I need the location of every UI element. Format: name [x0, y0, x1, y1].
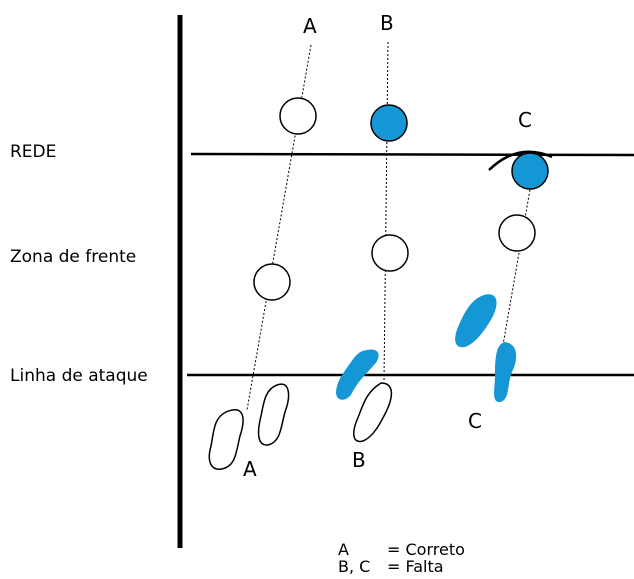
footprint-b-fault — [336, 349, 379, 400]
net-line — [190, 152, 634, 157]
legend-a-key: A — [338, 540, 349, 559]
position-b-mid-circle — [371, 234, 409, 272]
player-b-top-label: B — [380, 11, 394, 35]
footprint-a-left — [208, 409, 244, 470]
trajectory-c — [502, 177, 533, 346]
footprint-a-right — [257, 383, 290, 446]
player-c-top-label: C — [518, 108, 532, 132]
footprint-c-front — [455, 294, 497, 348]
position-c-net-circle — [511, 152, 549, 190]
legend-bc-value: = Falta — [387, 557, 444, 576]
footprint-b-behind — [353, 382, 393, 443]
legend-bc-key: B, C — [338, 557, 370, 576]
player-a-top-label: A — [303, 14, 317, 38]
player-a-bottom-label: A — [243, 457, 257, 481]
trajectory-b — [383, 41, 389, 381]
position-a-high-circle — [279, 97, 317, 135]
position-b-high-circle — [370, 104, 408, 142]
legend-a-value: = Correto — [387, 540, 465, 559]
front-zone-label: Zona de frente — [10, 247, 136, 267]
player-b-bottom-label: B — [352, 448, 366, 472]
position-a-mid-circle — [253, 263, 291, 301]
net-contact-arc — [488, 150, 553, 171]
player-c-bottom-label: C — [468, 409, 482, 433]
net-label: REDE — [10, 142, 56, 162]
attack-line-label: Linha de ataque — [10, 366, 148, 386]
position-c-mid-circle — [498, 214, 536, 252]
footprint-c-on-line — [494, 342, 517, 403]
